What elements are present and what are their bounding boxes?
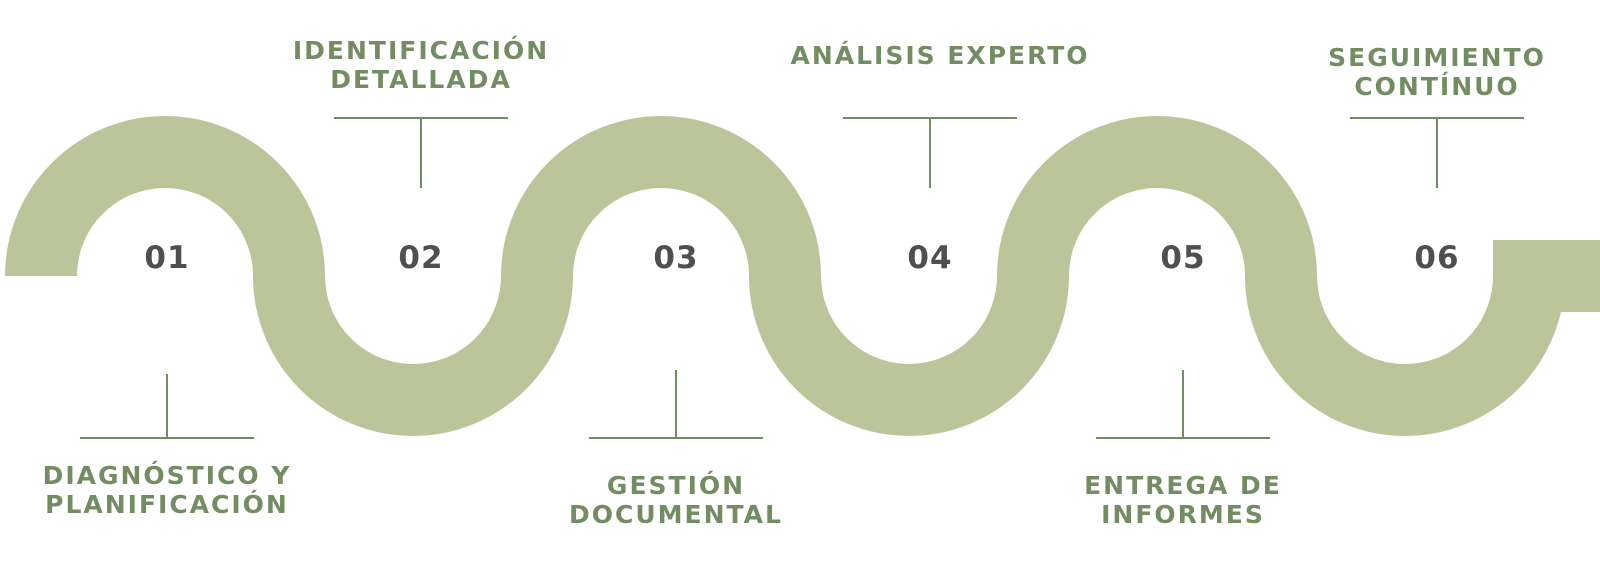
step-label-05: ENTREGA DE INFORMES bbox=[1023, 471, 1343, 529]
step-number-06: 06 bbox=[1414, 240, 1460, 276]
step-label-02-line1: IDENTIFICACIÓN bbox=[292, 36, 550, 65]
step-label-06-line1: SEGUIMIENTO bbox=[1328, 43, 1546, 72]
step-label-02: IDENTIFICACIÓN DETALLADA bbox=[261, 36, 581, 94]
connector-vertical-01 bbox=[166, 374, 168, 438]
step-label-01-line2: PLANIFICACIÓN bbox=[45, 490, 289, 519]
step-number-03: 03 bbox=[653, 240, 699, 276]
step-label-03: GESTIÓN DOCUMENTAL bbox=[516, 471, 836, 529]
connector-vertical-05 bbox=[1182, 370, 1184, 438]
step-label-04: ANÁLISIS EXPERTO bbox=[780, 41, 1100, 70]
step-label-04-line1: ANÁLISIS EXPERTO bbox=[790, 41, 1090, 70]
connector-horizontal-01 bbox=[80, 437, 254, 439]
connector-vertical-02 bbox=[420, 118, 422, 188]
step-label-05-line2: INFORMES bbox=[1101, 500, 1265, 529]
step-number-01: 01 bbox=[144, 240, 190, 276]
step-label-06: SEGUIMIENTO CONTÍNUO bbox=[1277, 43, 1597, 101]
step-number-05: 05 bbox=[1160, 240, 1206, 276]
step-label-02-line2: DETALLADA bbox=[330, 65, 512, 94]
connector-vertical-06 bbox=[1436, 118, 1438, 188]
step-label-03-line2: DOCUMENTAL bbox=[569, 500, 783, 529]
connector-vertical-03 bbox=[675, 370, 677, 438]
step-label-01-line1: DIAGNÓSTICO Y bbox=[42, 461, 292, 490]
step-label-06-line2: CONTÍNUO bbox=[1354, 72, 1520, 101]
step-number-02: 02 bbox=[398, 240, 444, 276]
step-number-04: 04 bbox=[907, 240, 953, 276]
step-label-05-line1: ENTREGA DE bbox=[1084, 471, 1282, 500]
connector-horizontal-03 bbox=[589, 437, 763, 439]
connector-horizontal-05 bbox=[1096, 437, 1270, 439]
step-label-01: DIAGNÓSTICO Y PLANIFICACIÓN bbox=[7, 461, 327, 519]
connector-vertical-04 bbox=[929, 118, 931, 188]
step-label-03-line1: GESTIÓN bbox=[606, 471, 746, 500]
